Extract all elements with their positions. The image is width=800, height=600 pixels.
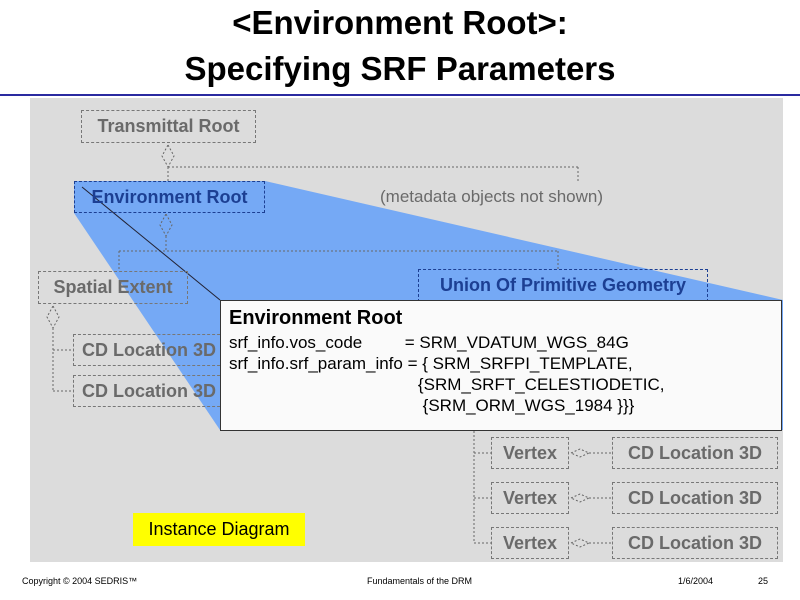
callout-row: {SRM_SRFT_CELESTIODETIC,: [229, 375, 665, 394]
vertex-node[interactable]: Vertex: [491, 437, 569, 469]
cd-location-node[interactable]: CD Location 3D: [612, 437, 778, 469]
title-rule: [0, 94, 800, 96]
aggregation-diamond-icon: [161, 143, 175, 169]
footer-copyright: Copyright © 2004 SEDRIS™: [22, 576, 138, 586]
cd-location-node[interactable]: CD Location 3D: [73, 334, 230, 366]
environment-root-callout: Environment Root srf_info.vos_code = SRM…: [220, 300, 782, 431]
environment-root-node[interactable]: Environment Root: [74, 181, 265, 213]
transmittal-root-node[interactable]: Transmittal Root: [81, 110, 256, 143]
cd-location-node[interactable]: CD Location 3D: [73, 375, 230, 407]
cd-location-node[interactable]: CD Location 3D: [612, 527, 778, 559]
callout-pointer: [81, 186, 221, 301]
vertex-node[interactable]: Vertex: [491, 482, 569, 514]
cd-location-node[interactable]: CD Location 3D: [612, 482, 778, 514]
aggregation-diamond-icon: [46, 304, 60, 330]
callout-row: {SRM_ORM_WGS_1984 }}}: [229, 396, 635, 415]
callout-heading: Environment Root: [229, 307, 403, 329]
footer-date: 1/6/2004: [678, 576, 714, 586]
metadata-note: (metadata objects not shown): [380, 187, 604, 206]
vertex-node[interactable]: Vertex: [491, 527, 569, 559]
callout-row: srf_info.vos_code = SRM_VDATUM_WGS_84G: [229, 333, 629, 352]
slide-title-line2: Specifying SRF Parameters: [184, 50, 616, 87]
footer-page-number: 25: [758, 576, 769, 586]
callout-row: srf_info.srf_param_info = { SRM_SRFPI_TE…: [229, 354, 633, 373]
instance-diagram-label: Instance Diagram: [133, 513, 305, 546]
aggregation-diamond-icon: [569, 448, 591, 458]
union-geometry-node[interactable]: Union Of Primitive Geometry: [418, 269, 708, 302]
slide-title-line1: <Environment Root>:: [232, 4, 568, 41]
spatial-extent-node[interactable]: Spatial Extent: [38, 271, 188, 304]
aggregation-diamond-icon: [569, 538, 591, 548]
aggregation-diamond-icon: [569, 493, 591, 503]
footer-course: Fundamentals of the DRM: [367, 576, 473, 586]
